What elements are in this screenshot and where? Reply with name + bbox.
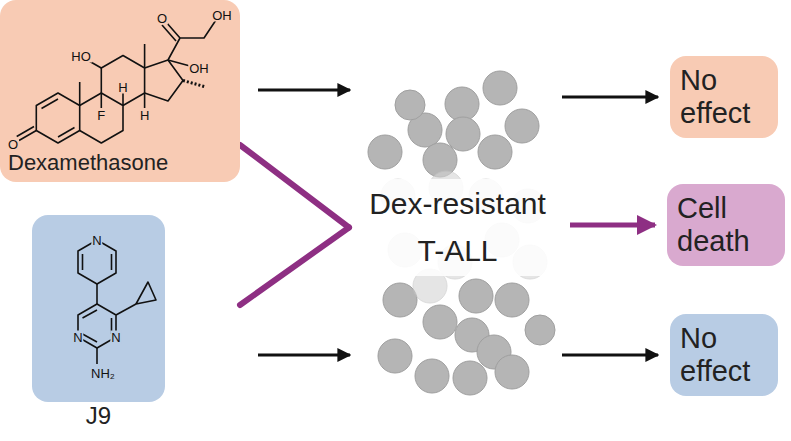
atom-label: OH: [211, 9, 233, 22]
cell-label: Dex-resistant T-ALL: [355, 179, 560, 276]
structure-stroke: [162, 22, 180, 41]
cell-symbol: [445, 87, 479, 121]
atom-label: NH₂: [90, 367, 116, 380]
cell-symbol: [383, 283, 417, 317]
combination-chevron: [240, 145, 349, 228]
structure-stroke: [36, 93, 79, 143]
structure-stroke: [80, 93, 123, 143]
structure-stroke: [168, 60, 190, 66]
structure-stroke: [83, 310, 112, 342]
structure-stroke: [42, 99, 59, 109]
drug-name: J9: [32, 404, 165, 428]
cell-symbol: [395, 90, 425, 120]
structure-stroke: [96, 348, 98, 364]
structure-stroke: [83, 254, 112, 270]
atom-label: O: [7, 138, 19, 151]
atom-label: O: [156, 12, 168, 25]
atom-label: H: [117, 81, 128, 94]
flow-arrow: [562, 354, 658, 357]
structure-stroke: [144, 44, 146, 68]
structure-stroke: [58, 128, 75, 138]
cell-symbol: [368, 135, 402, 169]
outcome-box: No effect: [670, 314, 778, 397]
structure-stroke: [116, 304, 136, 315]
drug-name: Dexamethasone: [8, 150, 232, 176]
outcome-label: No effect: [680, 322, 768, 389]
cell-symbol: [505, 109, 539, 143]
cell-symbol: [478, 135, 512, 169]
atom-label: HO: [70, 50, 92, 63]
atom-label: OH: [188, 62, 210, 75]
atom-label: N: [72, 331, 83, 344]
cell-symbol: [415, 359, 449, 393]
structure-stroke: [17, 20, 216, 143]
atom-label: N: [91, 234, 102, 247]
atom-label: F: [96, 109, 106, 122]
structure-stroke: [136, 282, 156, 304]
structure-stroke: [17, 127, 37, 141]
cell-symbol: [453, 361, 487, 395]
outcome-label: No effect: [680, 64, 768, 131]
flow-arrow: [258, 89, 350, 92]
flow-arrow: [570, 223, 655, 228]
cell-cluster-node: Dex-resistant T-ALL: [355, 45, 560, 410]
atom-label: N: [110, 331, 121, 344]
structure-stroke: [144, 93, 146, 108]
combination-chevron: [240, 228, 349, 306]
structure-stroke: [96, 284, 98, 304]
cell-symbol: [459, 279, 493, 313]
structure-stroke: [122, 93, 124, 106]
cell-symbol: [378, 339, 412, 373]
atom-label: H: [139, 109, 150, 122]
structure-stroke: [101, 93, 103, 108]
cell-symbol: [495, 355, 529, 389]
cell-symbol: [495, 283, 529, 317]
structure-stroke: [79, 82, 81, 106]
outcome-box: No effect: [670, 56, 778, 139]
structure-stroke: [183, 81, 206, 88]
flow-arrow: [562, 96, 658, 99]
cell-symbol: [483, 71, 517, 105]
structure-stroke: [101, 56, 144, 106]
cell-symbol: [423, 305, 457, 339]
cell-symbol: [446, 117, 480, 151]
flow-arrow: [258, 354, 350, 357]
structure-stroke: [78, 240, 156, 364]
outcome-label: Cell death: [677, 192, 775, 259]
structure-stroke: [78, 240, 116, 284]
structure-stroke: [145, 60, 183, 101]
cell-symbol: [525, 315, 555, 345]
outcome-box: Cell death: [667, 184, 785, 267]
